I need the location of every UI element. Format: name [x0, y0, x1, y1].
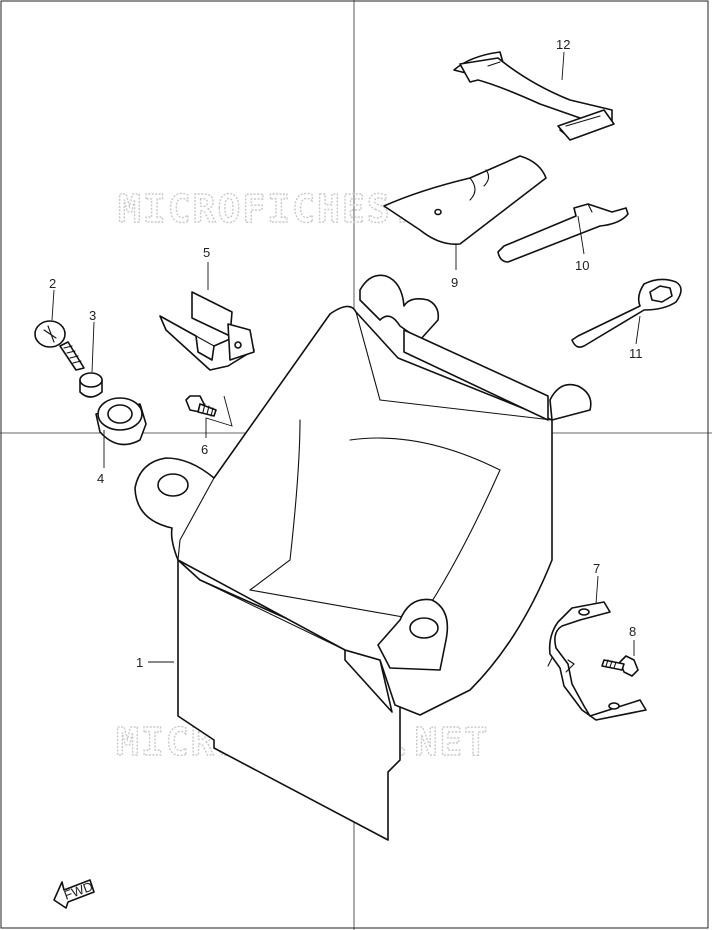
- leader-6: [205, 395, 233, 438]
- callout-3: 3: [89, 308, 96, 323]
- callout-11: 11: [629, 346, 643, 361]
- part-2-bolt: [34, 320, 85, 371]
- fwd-arrow: FWD: [53, 879, 95, 909]
- callout-9: 9: [451, 275, 458, 290]
- callout-2: 2: [49, 276, 56, 291]
- callout-12: 12: [556, 37, 570, 52]
- part-12-strap: [453, 51, 615, 141]
- callout-6: 6: [201, 442, 208, 457]
- leader-7: [595, 575, 599, 605]
- leader-11: [635, 315, 641, 345]
- part-4-cushion: [95, 397, 147, 446]
- part-7-bracket: [547, 601, 647, 721]
- part-10-spanner: [497, 203, 629, 263]
- callout-10: 10: [575, 258, 589, 273]
- callout-1: 1: [136, 655, 143, 670]
- leader-10: [577, 215, 585, 255]
- leader-12: [561, 51, 565, 81]
- part-3-collar: [79, 372, 103, 398]
- leader-3: [91, 321, 95, 373]
- part-5-clip: [159, 291, 255, 371]
- fwd-label: FWD: [62, 879, 95, 903]
- callout-5: 5: [203, 245, 210, 260]
- callout-7: 7: [593, 561, 600, 576]
- part-9-cover: [383, 155, 547, 246]
- part-1-battery-holder: [134, 274, 592, 841]
- callout-4: 4: [97, 471, 104, 486]
- part-6-bolt: [185, 395, 217, 417]
- part-8-bolt: [601, 655, 639, 677]
- part-11-wrench: [571, 278, 682, 348]
- callout-8: 8: [629, 624, 636, 639]
- leader-2: [51, 289, 55, 321]
